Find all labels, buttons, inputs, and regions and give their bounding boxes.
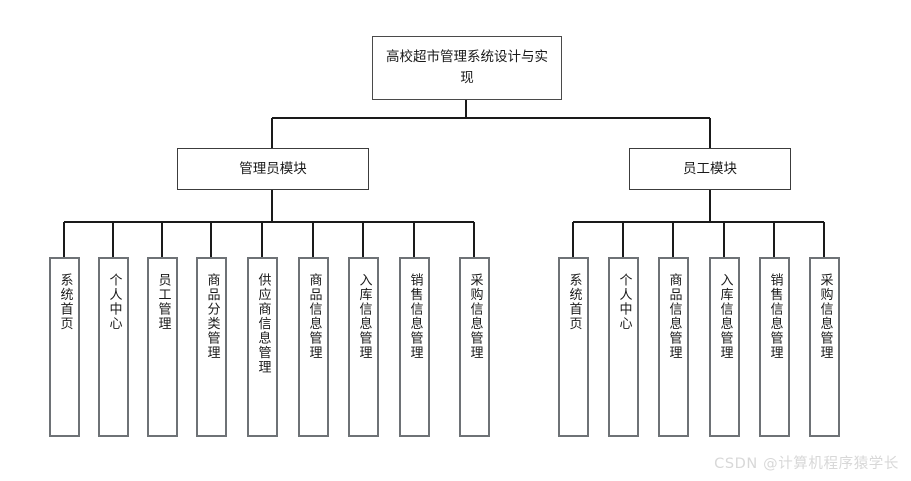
node-leaf-admin-2-label: 个人中心: [106, 273, 122, 331]
node-leaf-staff-4-label: 入库信息管理: [717, 273, 733, 360]
node-module-staff[interactable]: 员工模块: [629, 148, 791, 190]
node-leaf-staff-5-label: 销售信息管理: [767, 273, 783, 360]
node-leaf-admin-5-label: 供应商信息管理: [255, 273, 271, 375]
node-leaf-admin-1-label: 系统首页: [57, 273, 73, 331]
node-leaf-admin-8-label: 销售信息管理: [407, 273, 423, 360]
node-leaf-admin-6[interactable]: 商品信息管理: [298, 257, 329, 437]
node-leaf-admin-9-label: 采购信息管理: [467, 273, 483, 360]
node-leaf-staff-4[interactable]: 入库信息管理: [709, 257, 740, 437]
node-module-admin[interactable]: 管理员模块: [177, 148, 369, 190]
node-leaf-admin-1[interactable]: 系统首页: [49, 257, 80, 437]
node-leaf-staff-5[interactable]: 销售信息管理: [759, 257, 790, 437]
node-leaf-staff-3-label: 商品信息管理: [666, 273, 682, 360]
node-leaf-staff-6[interactable]: 采购信息管理: [809, 257, 840, 437]
node-leaf-admin-9[interactable]: 采购信息管理: [459, 257, 490, 437]
node-leaf-staff-6-label: 采购信息管理: [817, 273, 833, 360]
node-module-admin-label: 管理员模块: [239, 160, 307, 177]
node-leaf-staff-3[interactable]: 商品信息管理: [658, 257, 689, 437]
node-root-label: 高校超市管理系统设计与实现: [386, 49, 548, 86]
node-leaf-staff-2[interactable]: 个人中心: [608, 257, 639, 437]
node-leaf-admin-4[interactable]: 商品分类管理: [196, 257, 227, 437]
watermark: CSDN @计算机程序猿学长: [714, 456, 899, 472]
node-leaf-admin-4-label: 商品分类管理: [204, 273, 220, 360]
node-module-staff-label: 员工模块: [683, 160, 737, 177]
node-leaf-admin-6-label: 商品信息管理: [306, 273, 322, 360]
node-leaf-admin-8[interactable]: 销售信息管理: [399, 257, 430, 437]
node-root[interactable]: 高校超市管理系统设计与实现: [372, 36, 562, 100]
node-leaf-admin-3-label: 员工管理: [155, 273, 171, 331]
node-leaf-staff-1-label: 系统首页: [566, 273, 582, 331]
node-leaf-admin-7[interactable]: 入库信息管理: [348, 257, 379, 437]
node-leaf-staff-1[interactable]: 系统首页: [558, 257, 589, 437]
node-leaf-admin-2[interactable]: 个人中心: [98, 257, 129, 437]
node-leaf-admin-3[interactable]: 员工管理: [147, 257, 178, 437]
node-leaf-staff-2-label: 个人中心: [616, 273, 632, 331]
node-leaf-admin-7-label: 入库信息管理: [356, 273, 372, 360]
node-leaf-admin-5[interactable]: 供应商信息管理: [247, 257, 278, 437]
